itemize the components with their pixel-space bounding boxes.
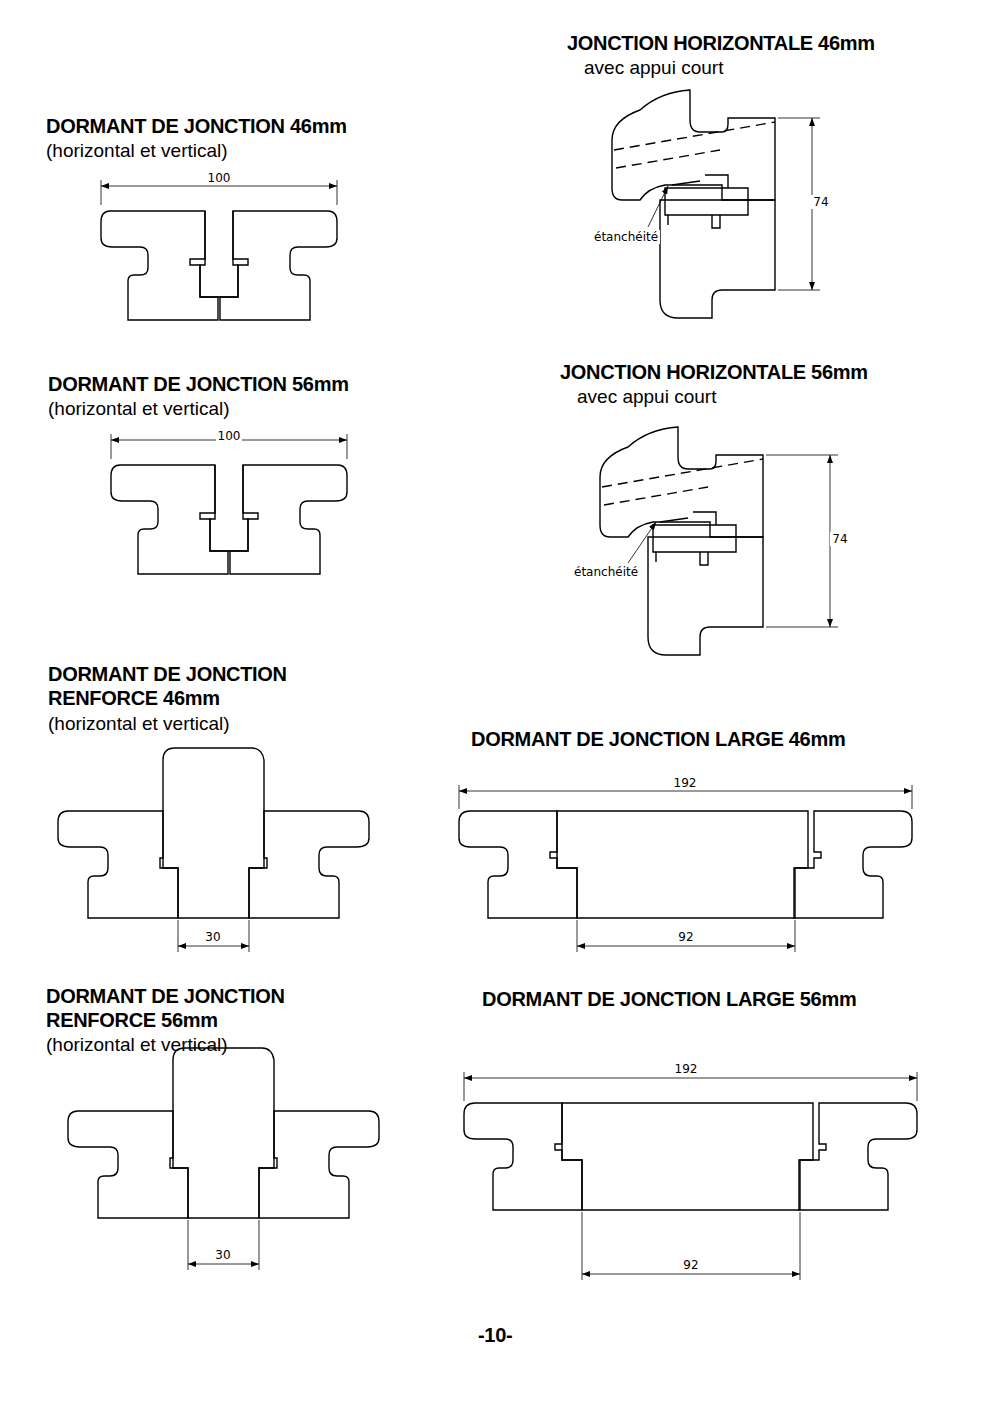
dimension: 192 <box>673 1062 700 1076</box>
callout-label: étanchéité <box>572 565 640 579</box>
section-subtitle: (horizontal et vertical) <box>48 713 230 736</box>
section-subtitle: (horizontal et vertical) <box>46 1034 228 1057</box>
section-title: DORMANT DE JONCTION LARGE 46mm <box>471 727 845 751</box>
dimension: 100 <box>206 171 233 185</box>
dimension: 92 <box>681 1258 700 1272</box>
dimension: 100 <box>216 429 243 443</box>
section-title: DORMANT DE JONCTION 56mm <box>48 372 349 396</box>
callout-label: étanchéité <box>592 230 660 244</box>
dimension: 30 <box>203 930 222 944</box>
dimension: 192 <box>672 776 699 790</box>
page-number: -10- <box>478 1323 512 1347</box>
section-title: JONCTION HORIZONTALE 56mm <box>560 360 868 384</box>
dimension: 30 <box>213 1248 232 1262</box>
section-subtitle: (horizontal et vertical) <box>48 398 230 421</box>
section-title: DORMANT DE JONCTION 46mm <box>46 114 347 138</box>
section-title: DORMANT DE JONCTION RENFORCE 46mm <box>48 662 333 710</box>
section-title: DORMANT DE JONCTION LARGE 56mm <box>482 987 856 1011</box>
dimension: 92 <box>676 930 695 944</box>
section-subtitle: avec appui court <box>577 386 716 409</box>
section-subtitle: (horizontal et vertical) <box>46 140 228 163</box>
section-title: JONCTION HORIZONTALE 46mm <box>567 31 875 55</box>
dimension: 74 <box>811 195 830 209</box>
dimension: 74 <box>830 532 849 546</box>
section-title: DORMANT DE JONCTION RENFORCE 56mm <box>46 984 331 1032</box>
section-subtitle: avec appui court <box>584 57 723 80</box>
